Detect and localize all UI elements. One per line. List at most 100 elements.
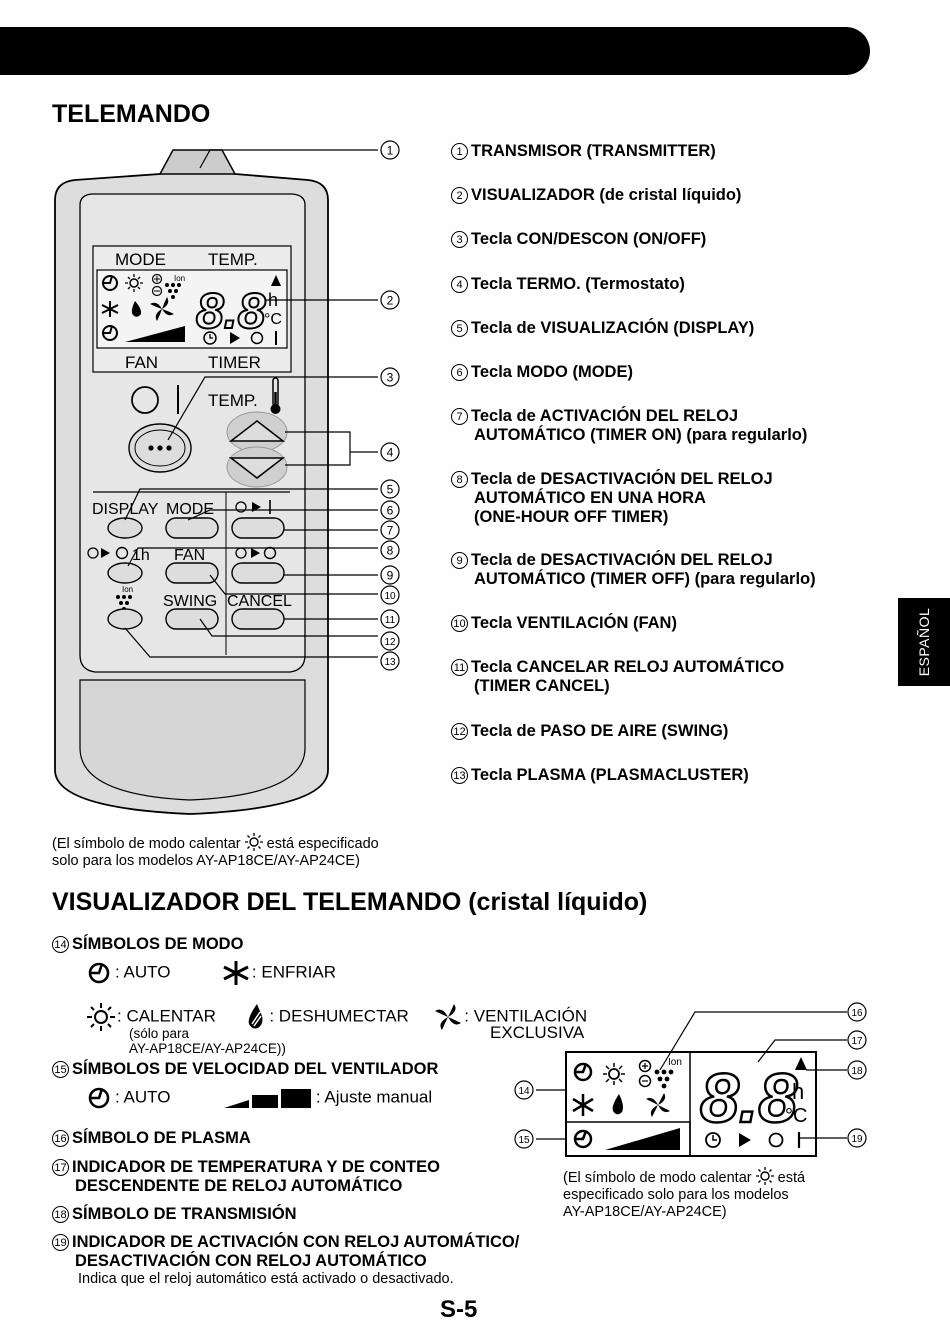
lcd-display-diagram: Ion 8.8 h °C 14 15 16 17 18 19: [514, 1002, 867, 1157]
fan-icon: [646, 1093, 670, 1117]
plasma-button[interactable]: [107, 608, 143, 630]
mode-button[interactable]: [165, 517, 219, 539]
header-bar: [0, 27, 870, 75]
one-hour-button[interactable]: [107, 562, 143, 584]
transmit-icon: [795, 1057, 807, 1070]
plasma-dots-icon: [165, 283, 181, 299]
svg-text:15: 15: [518, 1135, 530, 1146]
lcd-label-fan: FAN: [125, 353, 158, 372]
cancel-button[interactable]: [231, 608, 285, 630]
remote-control-illustration: MODE TEMP. FAN TIMER Ion 8.8 h °C TEMP.: [54, 140, 400, 815]
fan-exclusive-label: EXCLUSIVA: [490, 1023, 585, 1042]
lcd-c: °C: [785, 1105, 807, 1127]
temp-buttons[interactable]: [226, 411, 288, 488]
plasma-dots-icon: [654, 1069, 674, 1089]
timer-indicator-desc: Indica que el reloj automático está acti…: [78, 1271, 454, 1287]
fan-auto-icon: [573, 1129, 593, 1149]
svg-text:12: 12: [384, 637, 396, 648]
cancel-label: CANCEL: [227, 593, 292, 610]
transmit-icon: [271, 275, 281, 286]
lcd-ion-label: Ion: [174, 274, 185, 283]
cool-icon: [223, 961, 249, 985]
lcd-digits: 8.8: [196, 283, 266, 339]
cool-icon: [101, 301, 119, 317]
swing-label: SWING: [163, 593, 217, 610]
fan-speed-row: : AUTO : Ajuste manual: [85, 1085, 432, 1111]
dry-icon: [131, 301, 142, 317]
timer-on-button[interactable]: [231, 517, 285, 539]
off-icon: [250, 331, 264, 345]
clock-icon: [705, 1132, 721, 1148]
svg-text:8: 8: [387, 544, 394, 558]
lcd-label-timer: TIMER: [208, 353, 261, 372]
heat-icon: [87, 1003, 115, 1031]
off-icon: [768, 1132, 784, 1148]
svg-text:2: 2: [387, 294, 394, 308]
callout-numbers: 1 2 3 4 5 6 7 8 9 10 11 12 13: [380, 140, 400, 671]
thermometer-icon: [270, 377, 281, 414]
svg-text:16: 16: [851, 1008, 863, 1019]
plasma-minus-icon: [151, 285, 163, 297]
display-section-title: VISUALIZADOR DEL TELEMANDO (cristal líqu…: [52, 888, 648, 916]
dry-icon: [249, 1004, 263, 1029]
auto-mode-icon: [102, 275, 118, 291]
leader-lines: [124, 149, 378, 658]
svg-text:6: 6: [387, 504, 394, 518]
svg-text:11: 11: [385, 615, 396, 626]
mode-symbol-row-2: : CALENTAR : DESHUMECTAR : VENTILACIÓN: [85, 1002, 587, 1032]
fan-auto-icon: [88, 1087, 110, 1109]
fan-icon: [435, 1004, 462, 1030]
timer-off-button[interactable]: [231, 562, 285, 584]
lcd-callouts: 14 15 16 17 18 19: [514, 1002, 867, 1149]
auto-icon: [88, 962, 110, 984]
fan-speed-bars: [605, 1128, 680, 1150]
lcd-label-mode: MODE: [115, 250, 166, 269]
svg-text:4: 4: [387, 446, 394, 460]
auto-mode-icon: [573, 1062, 593, 1082]
temp-button-label: TEMP.: [208, 391, 258, 410]
svg-text:7: 7: [387, 524, 394, 538]
heat-icon: [125, 274, 143, 292]
heat-icon: [755, 1167, 774, 1185]
play-icon: [230, 332, 240, 344]
display-button[interactable]: [107, 517, 143, 539]
svg-text:3: 3: [387, 371, 394, 385]
fan-speed-bars: [125, 326, 185, 342]
lcd-digits: 8.8: [700, 1059, 797, 1137]
fan-auto-icon: [102, 325, 118, 341]
svg-text:18: 18: [851, 1066, 863, 1077]
svg-text:17: 17: [851, 1036, 863, 1047]
lcd-c: °C: [264, 311, 282, 328]
swing-button[interactable]: [165, 608, 219, 630]
lcd-ion-label: Ion: [668, 1057, 682, 1068]
heat-icon: [244, 833, 263, 851]
lcd-leader-lines: [536, 1011, 847, 1140]
svg-text:5: 5: [387, 483, 394, 497]
fan-speed-bars-icon: [223, 1089, 311, 1108]
mode-label: MODE: [166, 501, 214, 518]
one-hour-label: 1h: [132, 547, 150, 564]
play-icon: [739, 1133, 751, 1147]
power-off-symbol: [131, 386, 159, 414]
svg-text:19: 19: [851, 1134, 863, 1145]
heat-icon: [603, 1063, 625, 1085]
heat-mode-note: (El símbolo de modo calentar está especi…: [52, 833, 379, 870]
ion-label: Ion: [122, 585, 133, 594]
language-tab: ESPAÑOL: [898, 598, 950, 686]
fan-button[interactable]: [165, 562, 219, 584]
dry-icon: [612, 1094, 623, 1115]
